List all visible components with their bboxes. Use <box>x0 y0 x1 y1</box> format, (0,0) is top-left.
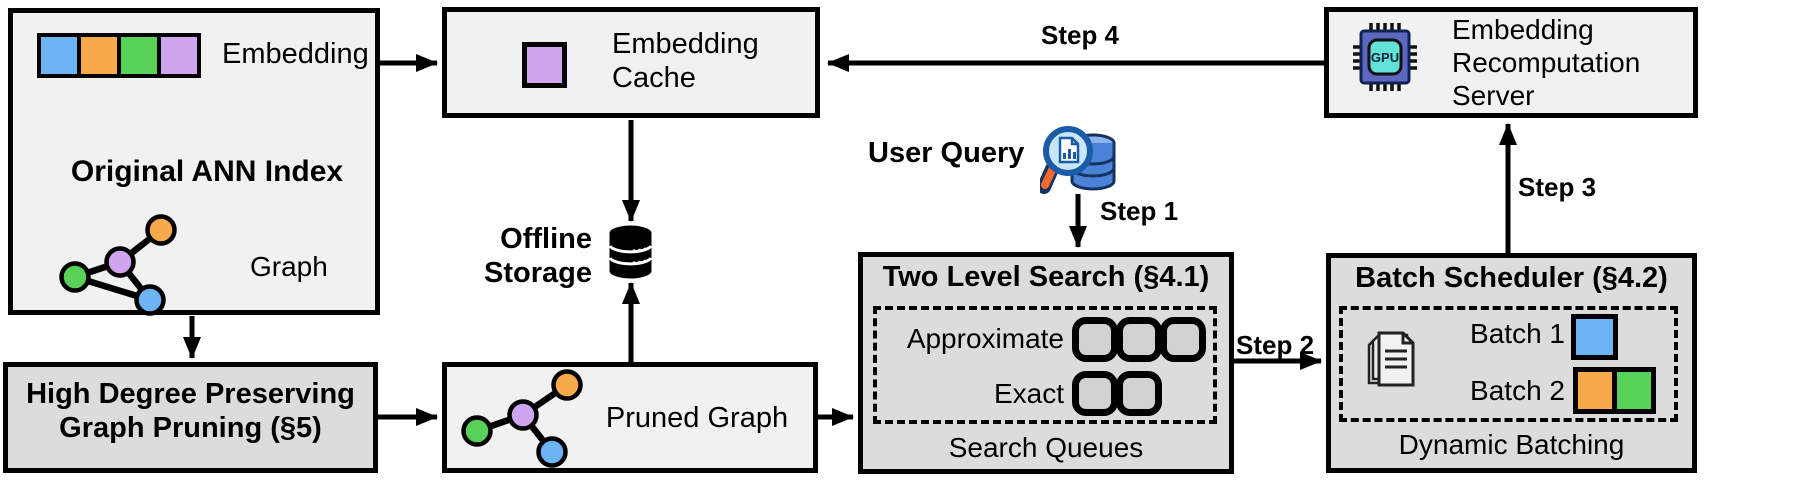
batch2-embedding-orange <box>1573 367 1617 414</box>
graph-pruning-box <box>3 362 378 473</box>
gpu-chip-icon: GPU <box>1353 23 1417 91</box>
embedding-cell-blue <box>37 33 81 78</box>
graph-pruning-label-line1: High Degree Preserving <box>26 378 355 410</box>
server-label-line2: Recomputation <box>1452 47 1641 78</box>
database-icon <box>608 225 653 279</box>
original-ann-index-title: Original ANN Index <box>70 155 344 188</box>
batch2-label: Batch 2 <box>1470 375 1565 406</box>
pruned-graph-box <box>442 362 818 473</box>
search-queues-caption: Search Queues <box>948 432 1144 463</box>
cached-embedding-icon <box>522 42 567 88</box>
graph-pruning-label-line2: Graph Pruning (§5) <box>59 412 322 444</box>
approximate-queue-slots <box>1072 317 1206 362</box>
embedding-cell-orange <box>77 33 121 78</box>
queue-slot <box>1160 317 1206 362</box>
step2-label: Step 2 <box>1236 330 1315 360</box>
approximate-label: Approximate <box>906 323 1064 354</box>
batch2-embeddings <box>1573 367 1656 414</box>
graph-label: Graph <box>250 251 328 282</box>
exact-queue-slots <box>1072 371 1162 416</box>
step4-label: Step 4 <box>1040 20 1120 50</box>
batch2-embedding-green <box>1612 367 1656 414</box>
gpu-chip-text: GPU <box>1371 50 1399 65</box>
documents-icon <box>1367 331 1415 387</box>
queue-slot <box>1116 371 1162 416</box>
offline-storage-label-line2: Storage <box>484 257 592 289</box>
query-search-icon <box>1040 126 1116 194</box>
server-label-line3: Server <box>1452 80 1535 111</box>
queue-slot <box>1116 317 1162 362</box>
embedding-cell-purple <box>157 33 201 78</box>
original-ann-index-box: Embedding Original ANN Index Graph <box>8 8 380 316</box>
batch1-embedding-blue <box>1571 314 1618 360</box>
search-queues-dashed-panel <box>873 306 1217 424</box>
two-level-search-box <box>858 252 1234 474</box>
embedding-cache-box <box>442 7 820 118</box>
embedding-cache-label-line2: Cache <box>612 62 696 94</box>
batch-scheduler-title: Batch Scheduler (§4.2) <box>1355 262 1668 294</box>
two-level-search-title: Two Level Search (§4.1) <box>882 261 1210 293</box>
offline-storage-label-line1: Offline <box>500 223 592 255</box>
batch1-label: Batch 1 <box>1470 318 1565 349</box>
queue-slot <box>1072 317 1118 362</box>
user-query-label: User Query <box>868 137 1025 169</box>
queue-slot <box>1072 371 1118 416</box>
embedding-cell-green <box>117 33 161 78</box>
embedding-cache-label-line1: Embedding <box>612 28 759 60</box>
embedding-label: Embedding <box>222 38 369 70</box>
dynamic-batching-dashed-panel <box>1339 306 1678 422</box>
embedding-vector-icon <box>37 33 201 78</box>
exact-label: Exact <box>993 378 1064 409</box>
graph-icon <box>59 214 177 316</box>
step1-label: Step 1 <box>1100 196 1179 226</box>
server-label-line1: Embedding <box>1452 14 1594 45</box>
pruned-graph-label: Pruned Graph <box>605 402 789 434</box>
step3-label: Step 3 <box>1518 172 1597 202</box>
dynamic-batching-caption: Dynamic Batching <box>1398 429 1625 460</box>
pruned-graph-icon <box>461 369 583 468</box>
